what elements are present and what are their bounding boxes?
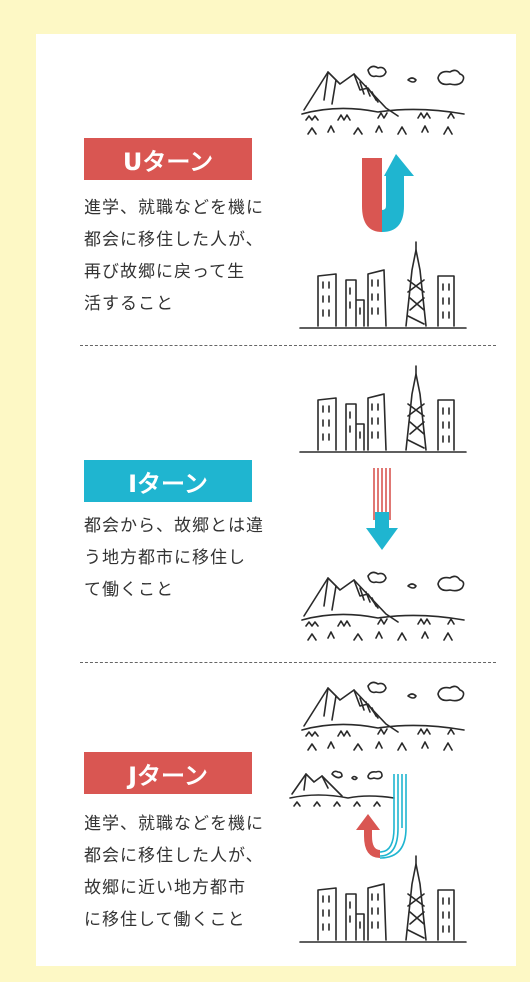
j-turn-arrow-icon [356,774,407,859]
city-skyline-icon [299,241,467,329]
mountain-landscape-icon [301,571,465,641]
content-card: Uターン 進学、就職などを機に 都会に移住した人が、 再び故郷に戻って生 活する… [36,34,516,966]
j-turn-title: Jターン [84,752,252,794]
mountain-landscape-icon [301,681,465,751]
mountain-landscape-icon [301,65,465,135]
i-turn-arrow-icon [366,468,398,550]
j-turn-description: 進学、就職などを機に 都会に移住した人が、 故郷に近い地方都市 に移住して働くこ… [84,814,264,930]
i-turn-title: Iターン [84,460,252,502]
mountain-landscape-icon [289,770,395,807]
i-turn-description: 都会から、故郷とは違 う地方都市に移住し て働くこと [84,516,264,600]
u-turn-arrow-icon [362,154,414,232]
u-turn-description: 進学、就職などを機に 都会に移住した人が、 再び故郷に戻って生 活すること [84,198,264,314]
u-turn-title: Uターン [84,138,252,180]
section-divider [80,345,496,346]
section-divider [80,662,496,663]
city-skyline-icon [299,365,467,453]
city-skyline-icon [299,855,467,943]
